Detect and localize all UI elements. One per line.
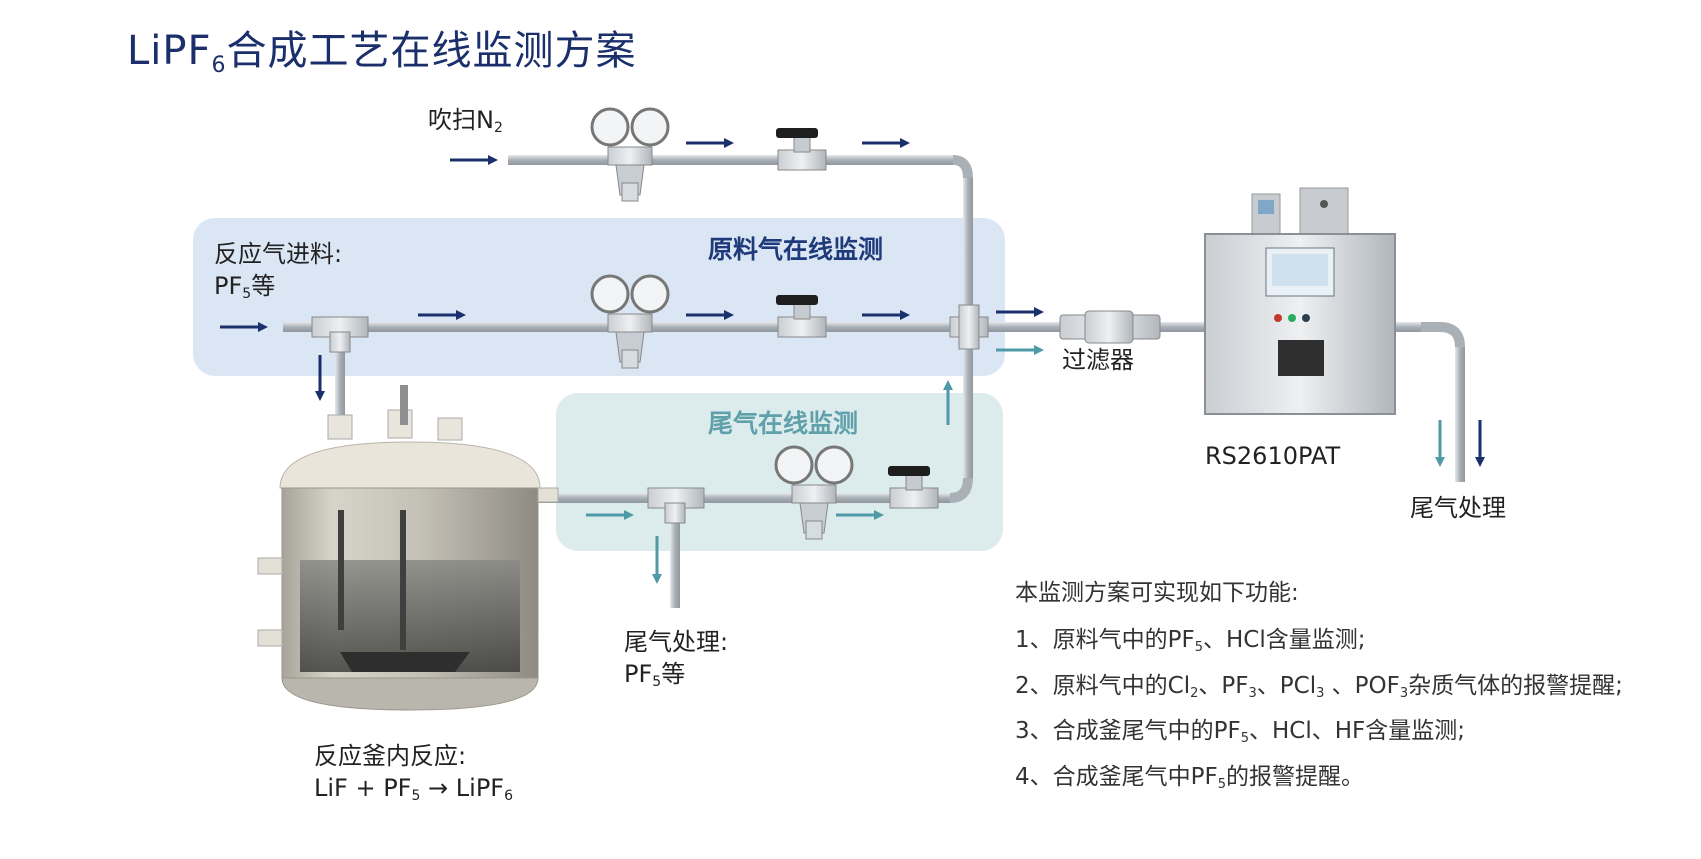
tee-fitting-icon xyxy=(311,316,369,353)
ball-valve-icon xyxy=(888,466,939,509)
tail-treatment-mid-tail: 等 xyxy=(661,660,686,689)
reactor-eq-left-sub: 5 xyxy=(411,788,421,805)
tail-zone-title: 尾气在线监测 xyxy=(708,409,859,438)
purge-label-text: 吹扫N xyxy=(428,106,494,134)
tee-fitting-icon xyxy=(647,487,705,524)
reactor-eq-right: → LiPF xyxy=(420,774,505,803)
feed-label-line1: 反应气进料: xyxy=(214,240,343,268)
title-main: LiPF xyxy=(127,28,212,74)
tail-treatment-mid-formula: PF xyxy=(624,660,653,689)
tail-treatment-mid-sub: 5 xyxy=(652,674,662,691)
reactor-label-line1: 反应釜内反应: xyxy=(314,742,467,770)
purge-label-sub: 2 xyxy=(493,120,503,136)
feed-label-line2: PF5等 xyxy=(214,270,342,304)
feed-label-formula: PF xyxy=(214,272,243,301)
feed-label-sub: 5 xyxy=(242,286,252,303)
pressure-regulator-icon xyxy=(774,445,854,540)
purge-label: 吹扫N2 xyxy=(428,104,503,138)
tail-treatment-right-label: 尾气处理 xyxy=(1410,494,1506,522)
tail-treatment-mid-line2: PF5等 xyxy=(624,658,728,692)
feed-label-tail: 等 xyxy=(251,272,276,301)
analyzer-label: RS2610PAT xyxy=(1205,442,1341,470)
reactor-label: 反应釜内反应: LiF + PF5 → LiPF6 xyxy=(314,740,513,806)
reactor-eq-right-sub: 6 xyxy=(504,788,514,805)
notes-item: 2、原料气中的Cl2、PF3、PCl3 、POF3杂质气体的报警提醒; xyxy=(1015,672,1623,701)
feed-zone-title: 原料气在线监测 xyxy=(708,235,884,264)
notes-list: 1、原料气中的PF5、HCl含量监测; 2、原料气中的Cl2、PF3、PCl3 、… xyxy=(1015,625,1655,793)
title-sub: 6 xyxy=(211,53,227,78)
notes-item: 3、合成釜尾气中的PF5、HCl、HF含量监测; xyxy=(1015,718,1466,747)
filter-label: 过滤器 xyxy=(1062,346,1134,374)
inline-filter-icon xyxy=(1059,310,1161,344)
tail-treatment-mid-line1: 尾气处理: xyxy=(624,628,729,656)
notes-item: 4、合成釜尾气中PF5的报警提醒。 xyxy=(1015,763,1365,792)
notes-item: 1、原料气中的PF5、HCl含量监测; xyxy=(1015,627,1366,656)
reactor-equation: LiF + PF5 → LiPF6 xyxy=(314,772,513,806)
reactor-eq-left: LiF + PF xyxy=(314,774,412,803)
cross-fitting-icon xyxy=(949,304,989,350)
pressure-regulator-icon xyxy=(590,107,670,202)
ball-valve-icon xyxy=(776,128,827,171)
page-title: LiPF6合成工艺在线监测方案 xyxy=(127,18,637,78)
feed-label: 反应气进料: PF5等 xyxy=(214,238,342,304)
flow-arrows xyxy=(220,138,1485,584)
notes-heading: 本监测方案可实现如下功能: xyxy=(1015,580,1299,606)
analyzer-cabinet-icon xyxy=(1204,187,1396,415)
pressure-regulator-icon xyxy=(590,274,670,369)
tail-treatment-mid-label: 尾气处理: PF5等 xyxy=(624,626,728,692)
reactor-vessel-icon xyxy=(257,385,559,711)
ball-valve-icon xyxy=(776,295,827,338)
capability-notes: 本监测方案可实现如下功能: 1、原料气中的PF5、HCl含量监测; 2、原料气中的… xyxy=(1015,578,1655,807)
title-rest: 合成工艺在线监测方案 xyxy=(226,28,637,74)
